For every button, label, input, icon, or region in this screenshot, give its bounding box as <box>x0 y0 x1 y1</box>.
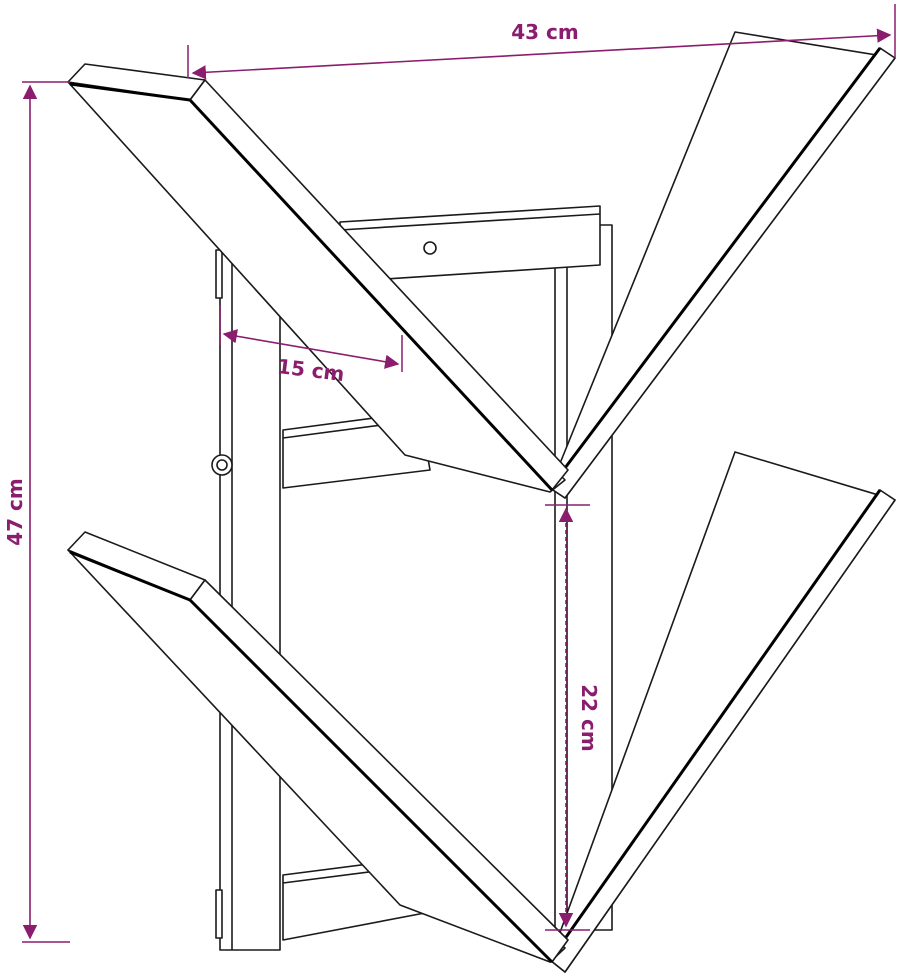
hanging-hole <box>423 241 437 255</box>
lower-shelf <box>67 451 896 973</box>
height-label: 47 cm <box>3 478 27 546</box>
dimension-width: 43 cm <box>187 4 896 80</box>
spacing-label: 22 cm <box>577 684 601 752</box>
dimension-height: 47 cm <box>3 81 70 943</box>
width-label: 43 cm <box>511 20 579 44</box>
screw-icon <box>211 454 233 476</box>
upper-shelf <box>67 31 896 499</box>
dimension-spacing: 22 cm <box>545 504 601 931</box>
top-bracket <box>215 249 223 299</box>
left-post <box>219 244 281 951</box>
bottom-bracket <box>215 889 223 939</box>
